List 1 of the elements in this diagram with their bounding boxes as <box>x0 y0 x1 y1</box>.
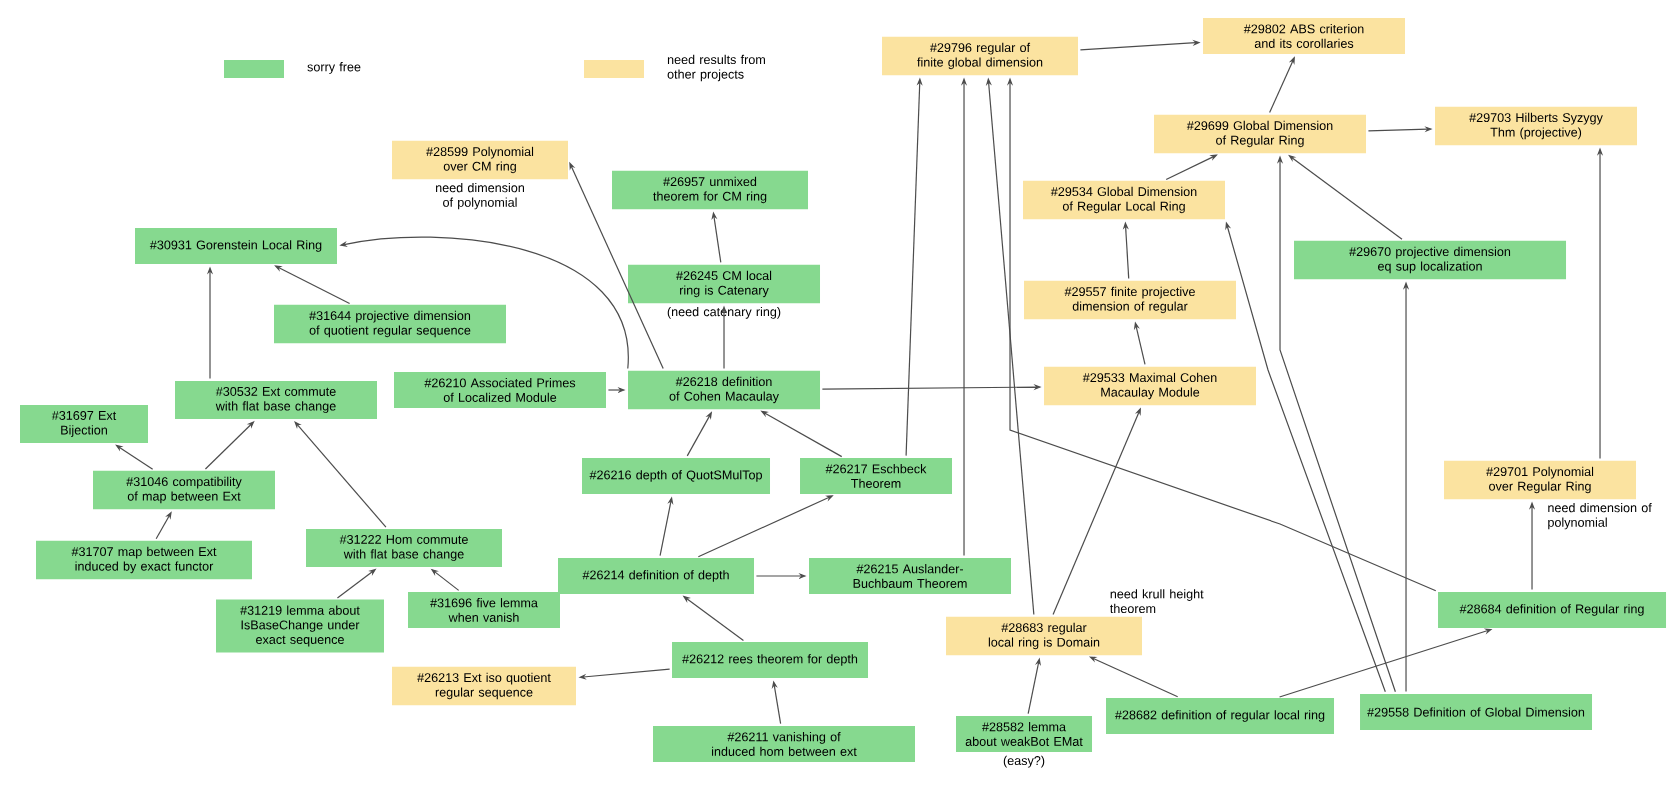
arrow <box>115 444 154 470</box>
